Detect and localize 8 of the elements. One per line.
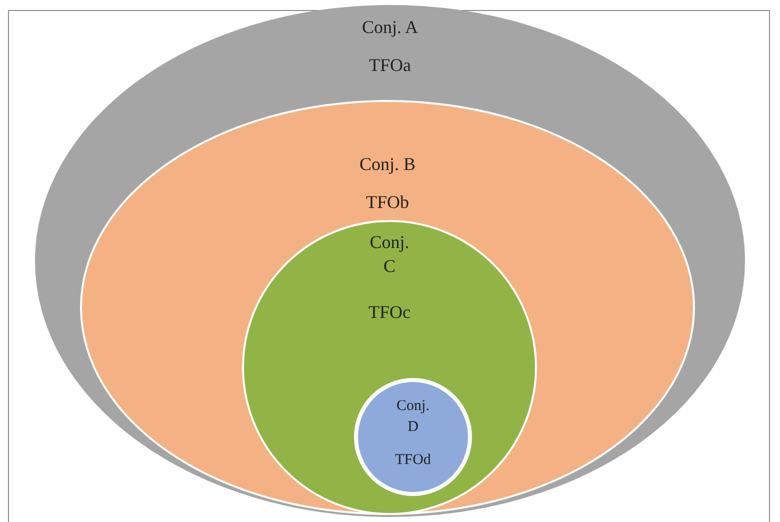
set-code: TFOb	[364, 191, 410, 214]
set-code: TFOd	[394, 451, 432, 470]
set-name: Conj. C	[368, 231, 410, 278]
set-name: Conj. D	[396, 397, 430, 437]
set-name: Conj. B	[358, 153, 416, 176]
set-name: Conj. A	[360, 16, 419, 39]
set-code: TFOa	[368, 54, 412, 77]
set-code: TFOc	[368, 301, 412, 324]
